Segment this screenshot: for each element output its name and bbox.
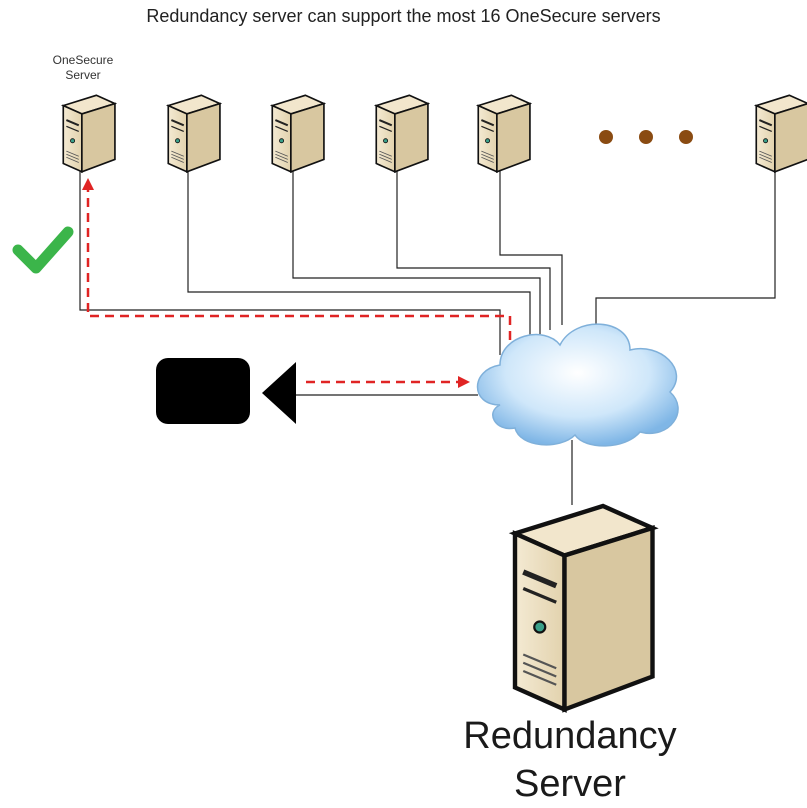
- server-5: [477, 94, 531, 173]
- onesecure-server: [62, 94, 116, 173]
- camera-icon: [156, 358, 296, 424]
- diagram-title: Redundancy server can support the most 1…: [146, 6, 661, 26]
- redundancy-server-label: Redundancy Server: [420, 712, 720, 808]
- server-2: [167, 94, 221, 173]
- redundancy-label-line1: Redundancy: [463, 715, 677, 757]
- server-16: [755, 94, 807, 173]
- failover-path: [82, 178, 512, 388]
- onesecure-label-line2: Server: [65, 68, 101, 82]
- onesecure-server-label: OneSecure Server: [38, 53, 128, 83]
- connection-lines: [79, 170, 776, 505]
- redundancy-label-line2: Server: [514, 763, 626, 805]
- check-icon: [12, 226, 74, 274]
- server-3: [271, 94, 325, 173]
- ellipsis-dots: [599, 130, 693, 144]
- cloud-icon: [476, 323, 679, 447]
- redundancy-server: [515, 506, 653, 710]
- onesecure-label-line1: OneSecure: [52, 53, 114, 67]
- server-4: [375, 94, 429, 173]
